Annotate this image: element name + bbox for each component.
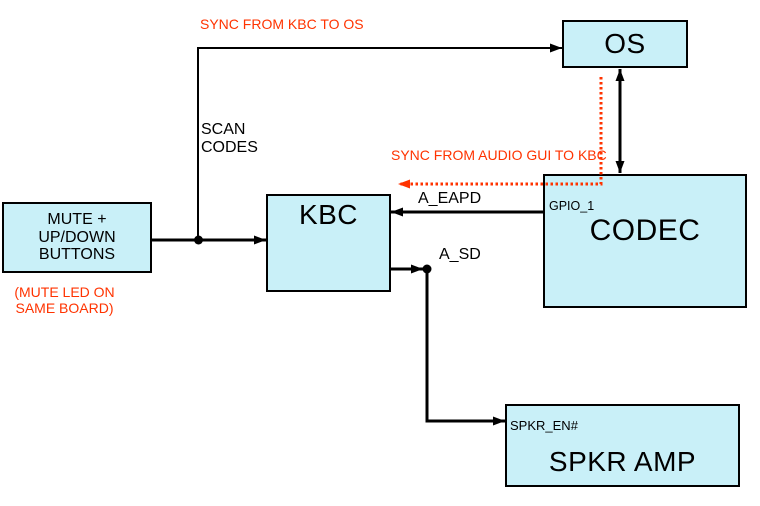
mute-led-note: (MUTE LED ON SAME BOARD) (14, 284, 115, 316)
block-os: OS (562, 20, 688, 68)
sync-kbc-to-os-annotation: SYNC FROM KBC TO OS (200, 16, 364, 32)
block-mute-updown-buttons: MUTE + UP/DOWN BUTTONS (2, 202, 152, 273)
scan-codes-junction-dot (194, 235, 203, 245)
spkr-en-pin-label: SPKR_EN# (510, 418, 578, 433)
a-sd-junction-dot (422, 264, 432, 274)
mute-buttons-label: MUTE + UP/DOWN BUTTONS (38, 211, 116, 264)
codec-gpio1-pin-label: GPIO_1 (549, 199, 595, 213)
block-kbc: KBC (266, 194, 391, 292)
block-codec: GPIO_1 CODEC (543, 174, 747, 308)
spkr-amp-label: SPKR AMP (548, 446, 697, 477)
a-sd-to-spkr-amp-connector (425, 269, 505, 426)
a-eapd-signal-label: A_EAPD (418, 190, 482, 207)
a-sd-signal-label: A_SD (439, 246, 481, 263)
sync-audio-gui-to-kbc-annotation: SYNC FROM AUDIO GUI TO KBC (391, 147, 607, 163)
sync-audio-gui-dashed-arrow (398, 77, 603, 189)
codec-label: CODEC (589, 214, 701, 247)
scan-codes-annotation: SCAN CODES (201, 121, 258, 156)
block-spkr-amp: SPKR_EN# SPKR AMP (505, 404, 740, 487)
kbc-label: KBC (298, 199, 359, 230)
os-label: OS (604, 28, 646, 59)
